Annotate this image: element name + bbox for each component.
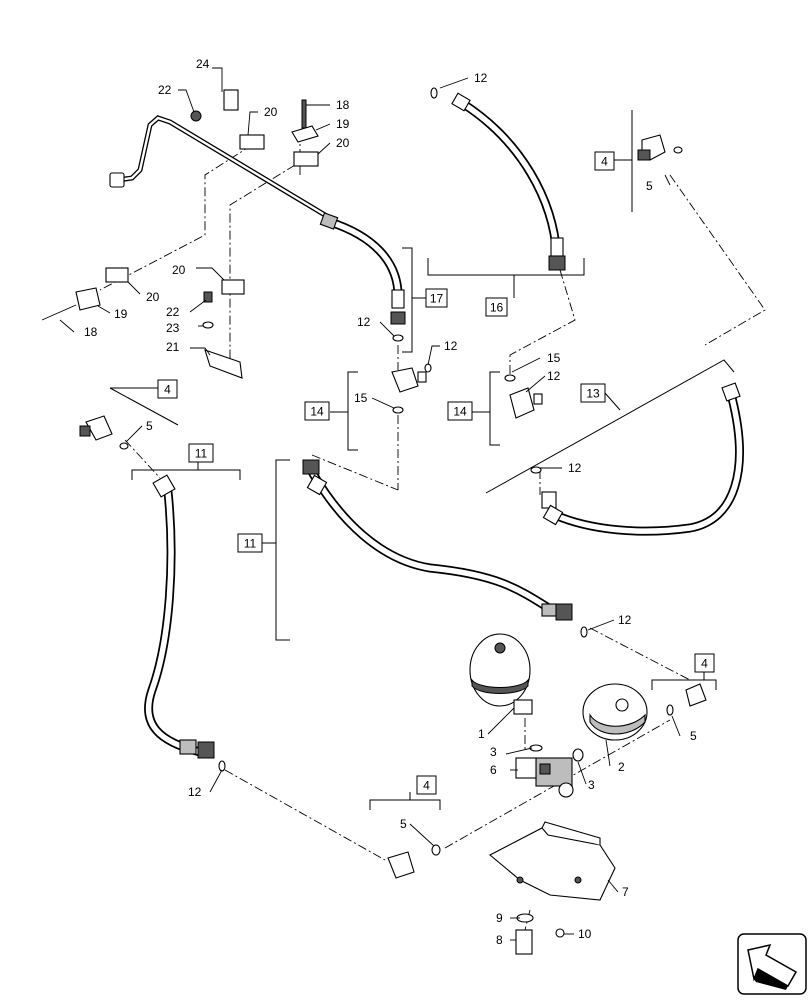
label-5c: 5 bbox=[690, 729, 697, 743]
leader-lines bbox=[59, 67, 681, 941]
label-9: 9 bbox=[496, 911, 503, 925]
label-8: 8 bbox=[496, 933, 503, 947]
label-18a: 18 bbox=[336, 98, 350, 112]
svg-text:14: 14 bbox=[310, 405, 324, 419]
svg-text:14: 14 bbox=[453, 405, 467, 419]
svg-text:11: 11 bbox=[244, 537, 257, 551]
callout-box-16: 16 bbox=[485, 297, 508, 317]
label-20c: 20 bbox=[172, 263, 186, 277]
group-brackets bbox=[109, 110, 735, 810]
callout-box-14a: 14 bbox=[304, 401, 330, 421]
label-1: 1 bbox=[478, 727, 485, 741]
o-rings bbox=[119, 87, 683, 856]
part-labels: 24 22 20 18 19 20 12 5 20 20 22 23 21 19… bbox=[84, 57, 697, 947]
svg-text:11: 11 bbox=[195, 447, 208, 461]
label-20d: 20 bbox=[146, 290, 160, 304]
callout-box-17: 17 bbox=[425, 288, 448, 308]
label-24: 24 bbox=[196, 57, 210, 71]
label-20a: 20 bbox=[264, 105, 278, 119]
label-2: 2 bbox=[618, 760, 625, 774]
label-3a: 3 bbox=[490, 745, 497, 759]
next-page-arrow-icon[interactable] bbox=[737, 933, 807, 995]
label-5a: 5 bbox=[646, 179, 653, 193]
label-19a: 19 bbox=[336, 117, 350, 131]
label-10: 10 bbox=[578, 927, 592, 941]
clamp-parts bbox=[41, 89, 319, 379]
callout-box-14b: 14 bbox=[447, 401, 473, 421]
label-12a: 12 bbox=[474, 71, 488, 85]
bolt-8 bbox=[515, 913, 565, 955]
hose-11-mid bbox=[307, 467, 560, 617]
hose-16 bbox=[457, 98, 562, 265]
svg-text:4: 4 bbox=[164, 383, 171, 397]
callout-box-4a: 4 bbox=[594, 151, 615, 171]
svg-text:13: 13 bbox=[586, 387, 600, 401]
hose-11-long bbox=[144, 487, 205, 757]
label-19b: 19 bbox=[114, 307, 128, 321]
label-23: 23 bbox=[166, 321, 180, 335]
valve-block bbox=[515, 757, 574, 798]
svg-text:4: 4 bbox=[601, 155, 608, 169]
accumulator-1 bbox=[469, 633, 533, 715]
elbow-fittings bbox=[79, 134, 707, 879]
callout-box-11b: 11 bbox=[237, 533, 263, 553]
label-15b: 15 bbox=[547, 351, 561, 365]
hose-17 bbox=[325, 217, 403, 305]
label-12f: 12 bbox=[618, 613, 632, 627]
callout-box-4c: 4 bbox=[694, 653, 715, 673]
callout-box-13: 13 bbox=[580, 383, 606, 403]
label-21: 21 bbox=[166, 340, 180, 354]
svg-text:4: 4 bbox=[701, 657, 708, 671]
callout-box-11a: 11 bbox=[188, 443, 214, 463]
callout-box-4d: 4 bbox=[416, 775, 437, 795]
label-12g: 12 bbox=[188, 785, 202, 799]
mounting-bracket-7 bbox=[489, 821, 616, 901]
label-6: 6 bbox=[490, 763, 497, 777]
assembly-centerlines bbox=[99, 135, 766, 931]
label-5b: 5 bbox=[146, 419, 153, 433]
label-15a: 15 bbox=[354, 391, 368, 405]
label-7: 7 bbox=[622, 885, 629, 899]
hose-13 bbox=[550, 393, 744, 536]
label-5d: 5 bbox=[400, 817, 407, 831]
hose-fittings bbox=[109, 92, 741, 759]
rigid-tube bbox=[115, 115, 333, 221]
label-12e: 12 bbox=[568, 461, 582, 475]
label-22a: 22 bbox=[158, 83, 172, 97]
svg-text:16: 16 bbox=[490, 301, 504, 315]
label-18b: 18 bbox=[84, 325, 98, 339]
svg-text:4: 4 bbox=[423, 779, 430, 793]
label-20b: 20 bbox=[336, 136, 350, 150]
callout-box-4b: 4 bbox=[157, 379, 178, 399]
label-22b: 22 bbox=[166, 305, 180, 319]
svg-text:17: 17 bbox=[430, 292, 444, 306]
label-12b: 12 bbox=[357, 315, 371, 329]
label-12c: 12 bbox=[444, 339, 458, 353]
label-3b: 3 bbox=[588, 778, 595, 792]
accumulator-2 bbox=[582, 683, 648, 741]
label-12d: 12 bbox=[547, 369, 561, 383]
